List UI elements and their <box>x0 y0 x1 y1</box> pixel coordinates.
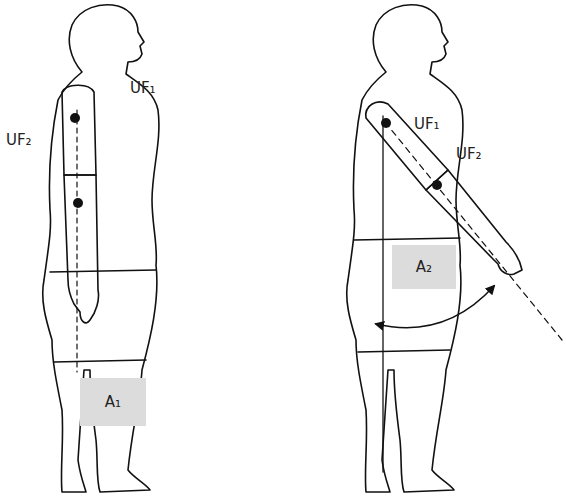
angle-label-box: A₁ <box>80 378 146 426</box>
shorts-line <box>354 238 460 352</box>
reference-dashed-line <box>385 122 562 340</box>
body-outline <box>347 5 463 492</box>
joint-dot <box>70 113 80 123</box>
joint-dot <box>73 198 83 208</box>
shorts-line <box>50 270 156 362</box>
segment-label: UF₁ <box>130 80 156 97</box>
segment-label: UF₂ <box>6 132 32 149</box>
angle-label: A₂ <box>416 259 432 276</box>
joint-dot <box>381 118 391 128</box>
angle-label: A₁ <box>105 394 121 411</box>
angle-label-box: A₂ <box>392 245 456 289</box>
segment-label: UF₁ <box>414 116 440 133</box>
forearm <box>64 175 99 323</box>
segment-label: UF₂ <box>456 146 482 163</box>
upper-arm <box>366 102 448 190</box>
reference-vertical-line <box>382 116 383 472</box>
body-outline <box>43 5 159 492</box>
joint-dot <box>432 180 442 190</box>
upper-arm <box>62 85 96 175</box>
angle-arc <box>376 286 494 328</box>
reference-dashed-line <box>76 110 77 372</box>
